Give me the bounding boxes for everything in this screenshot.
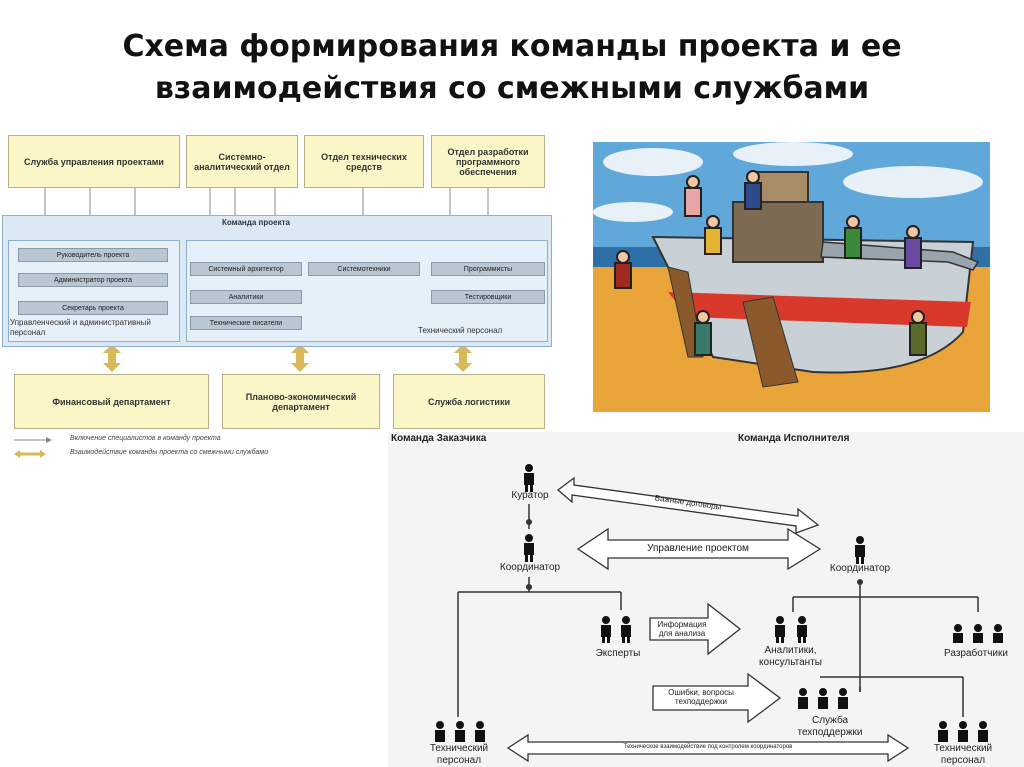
tech-item: Аналитики xyxy=(190,290,302,304)
arrow-tech-label: Техническое взаимодействие под контролем… xyxy=(538,742,878,752)
title-line-2: взаимодействия со смежными службами xyxy=(40,68,984,110)
mgmt-item: Секретарь проекта xyxy=(18,301,168,315)
interaction-lines xyxy=(388,432,1024,767)
tech-label: Технический персонал xyxy=(418,326,502,336)
title-line-1: Схема формирования команды проекта и ее xyxy=(40,26,984,68)
contractor-team-label: Команда Исполнителя xyxy=(738,433,849,444)
arrow-management-label: Управление проектом xyxy=(608,543,788,555)
org-diagram: Служба управления проектами Системно-ана… xyxy=(0,130,560,465)
coordinator-left-label: Координатор xyxy=(478,562,582,574)
interaction-diagram: Команда Заказчика Команда Исполнителя Ку… xyxy=(388,432,1024,767)
logistics-box: Служба логистики xyxy=(393,374,545,429)
tech-item: Технические писатели xyxy=(190,316,302,330)
legend-interaction: Взаимодействие команды проекта со смежны… xyxy=(70,449,268,456)
analysts-label: Аналитики, консультанты xyxy=(733,645,848,669)
tech-item: Системный архитектор xyxy=(190,262,302,276)
software-dev-box: Отдел разработки программного обеспечени… xyxy=(431,135,545,188)
tech-left-label: Технический персонал xyxy=(416,743,502,767)
coordinator-right-label: Координатор xyxy=(808,563,912,575)
support-label: Служба техподдержки xyxy=(792,715,868,739)
team-ship-illustration xyxy=(593,142,990,412)
experts-label: Эксперты xyxy=(578,648,658,660)
pm-service-box: Служба управления проектами xyxy=(8,135,180,188)
developers-label: Разработчики xyxy=(928,648,1024,660)
tech-item: Программисты xyxy=(431,262,545,276)
legend-inclusion: Включение специалистов в команду проекта xyxy=(70,435,221,442)
system-analytics-box: Системно-аналитический отдел xyxy=(186,135,298,188)
tech-item: Системотехники xyxy=(308,262,420,276)
arrow-info-label: Информация для анализа xyxy=(652,620,712,638)
mgmt-item: Администратор проекта xyxy=(18,273,168,287)
page-title: Схема формирования команды проекта и ее … xyxy=(40,26,984,110)
customer-team-label: Команда Заказчика xyxy=(391,433,486,444)
team-label: Команда проекта xyxy=(222,218,290,228)
tech-right-label: Технический персонал xyxy=(920,743,1006,767)
mgmt-item: Руководитель проекта xyxy=(18,248,168,262)
arrow-errors-label: Ошибки, вопросы техподдержки xyxy=(654,688,748,706)
mgmt-label: Управленческий и административный персон… xyxy=(10,318,180,338)
finance-dept-box: Финансовый департамент xyxy=(14,374,209,429)
planning-dept-box: Планово-экономический департамент xyxy=(222,374,380,429)
curator-label: Куратор xyxy=(488,490,572,502)
tech-means-box: Отдел технических средств xyxy=(304,135,424,188)
tech-item: Тестировщики xyxy=(431,290,545,304)
